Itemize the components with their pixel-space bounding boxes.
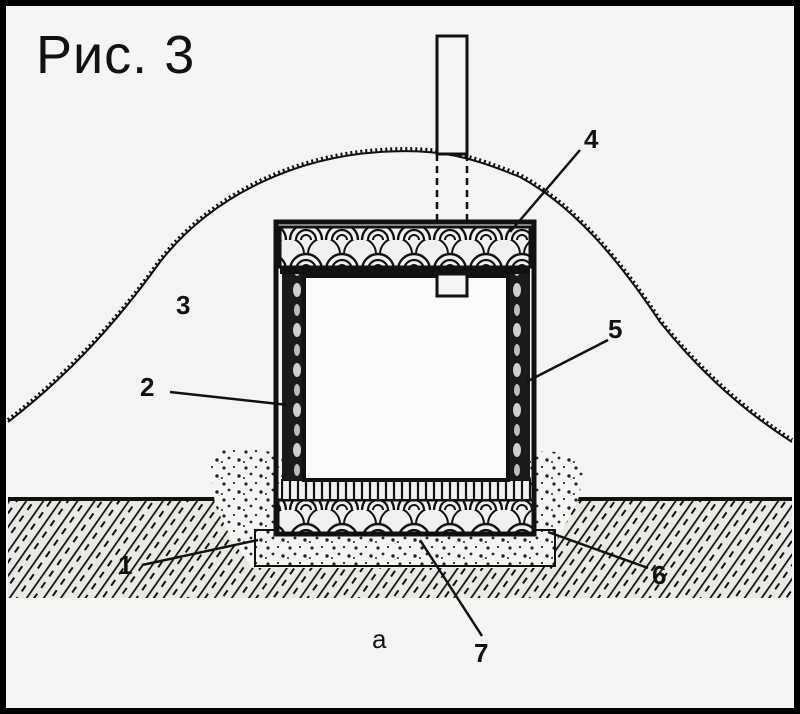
leader-line-1 [141,538,259,567]
figure-title: Рис. 3 [36,25,196,85]
vent-pipe-above [435,34,469,156]
ground-line-right [560,497,792,501]
cellar-interior [302,274,510,482]
callout-4: 4 [584,124,599,154]
ceiling-board [280,266,530,274]
leader-line-7 [418,539,484,637]
log-floor [276,498,536,536]
ground-earth-bottom [232,568,562,598]
leader-line-6 [547,530,649,570]
subfigure-label: а [372,624,387,654]
ground-lower-fill [8,598,792,708]
ground-earth-left [8,501,262,600]
roof-log-ceiling [278,225,532,269]
callout-2: 2 [140,372,155,402]
leader-line-2 [169,390,289,407]
vent-pipe-outlet [435,272,469,298]
leader-line-4 [509,149,581,233]
callout-5: 5 [608,314,623,344]
floor-boards [281,479,531,501]
callout-3: 3 [176,290,191,320]
callout-1: 1 [118,550,133,580]
ground-line-left [8,497,228,501]
ground-earth-right [540,501,792,600]
callout-7: 7 [474,638,489,668]
left-wall [282,274,304,480]
callout-6: 6 [652,560,667,590]
right-wall [508,274,530,480]
earth-mound-outline [6,147,794,442]
leader-line-5 [525,338,609,384]
